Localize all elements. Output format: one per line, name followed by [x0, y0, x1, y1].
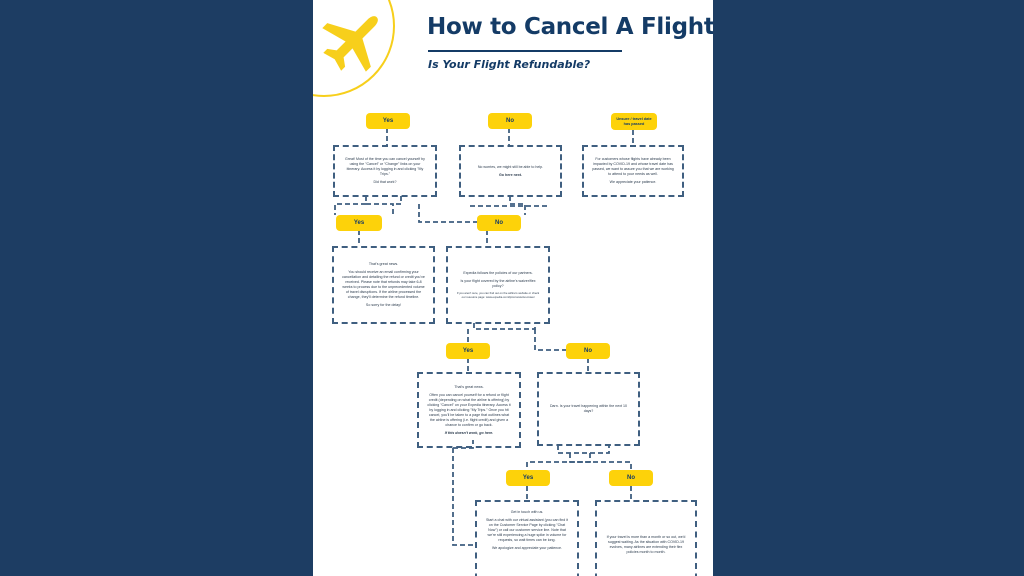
pill-label: Yes [462, 348, 474, 354]
row2-no-box: Expedia follows the policies of our part… [446, 246, 550, 324]
pill-label: No [495, 220, 503, 226]
box-text: We appreciate your patience. [609, 180, 657, 184]
go-here-link[interactable]: If this doesn't work, go here. [444, 430, 494, 435]
pill-label: Yes [353, 220, 365, 226]
row1-yes-box: Great! Most of the time you can cancel y… [333, 145, 437, 197]
row3-no-pill: No [566, 343, 610, 359]
box-text: That's great news. [454, 384, 484, 389]
resource-link[interactable]: If you aren't sure, you can find out on … [456, 290, 540, 299]
connector [557, 445, 610, 454]
box-text: Start a chat with our virtual assistant … [485, 518, 569, 542]
page-subtitle: Is Your Flight Refundable? [428, 58, 591, 71]
page-title: How to Cancel A Flight [427, 14, 713, 40]
infographic-page: How to Cancel A Flight Is Your Flight Re… [313, 0, 713, 576]
row1-no-box: No worries, we might still be able to he… [459, 145, 562, 197]
connector [526, 453, 591, 470]
box-question: Is your flight covered by the airline's … [460, 278, 536, 288]
airplane-icon [322, 16, 378, 72]
row4-yes-pill: Yes [506, 470, 550, 486]
row2-yes-box: That's great news. You should receive an… [332, 246, 435, 324]
row1-yes-pill: Yes [366, 113, 410, 129]
row2-no-pill: No [477, 215, 521, 231]
pill-label: No [506, 118, 514, 124]
box-text: For customers whose flights have already… [592, 157, 674, 176]
row1-no-pill: No [488, 113, 532, 129]
connector [452, 448, 473, 546]
row4-no-box: If your travel is more than a month or s… [595, 500, 697, 576]
box-text: That's great news. [368, 262, 399, 266]
box-text: So sorry for the delay! [365, 303, 402, 307]
pill-label: No [627, 475, 635, 481]
connector [534, 329, 566, 351]
row4-yes-box: Get in touch with us. Start a chat with … [475, 500, 579, 576]
pill-label: Unsure / travel date has passed [616, 116, 652, 126]
box-text: You should receive an email confirming y… [342, 270, 425, 299]
box-text: We apologize and appreciate your patienc… [491, 546, 563, 550]
connector [418, 204, 481, 223]
box-text: Great! Most of the time you can cancel y… [345, 157, 425, 176]
box-text: Get in touch with us. [510, 510, 544, 514]
row3-no-box: Darn. Is your travel happening within th… [537, 372, 640, 446]
box-text: Often you can cancel yourself for a refu… [427, 392, 511, 427]
connector [569, 453, 632, 470]
box-question: Did that work? [373, 180, 397, 184]
box-text: Expedia follows the policies of our part… [463, 270, 533, 275]
row3-yes-box: That's great news. Often you can cancel … [417, 372, 521, 448]
connector [365, 196, 394, 215]
title-underline [428, 50, 622, 52]
box-text: No worries, we might still be able to he… [477, 164, 544, 169]
row2-yes-pill: Yes [336, 215, 382, 231]
row1-unsure-box: For customers whose flights have already… [582, 145, 684, 197]
row1-unsure-pill: Unsure / travel date has passed [611, 113, 657, 130]
pill-label: Yes [522, 475, 534, 481]
pill-label: No [584, 348, 592, 354]
connector [393, 196, 402, 205]
connector [334, 203, 366, 215]
row4-no-pill: No [609, 470, 653, 486]
row3-yes-pill: Yes [446, 343, 490, 359]
box-text: If your travel is more than a month or s… [606, 535, 686, 554]
go-here-next-link[interactable]: Go here next. [499, 172, 522, 177]
pill-label: Yes [382, 118, 394, 124]
connector [509, 196, 526, 215]
box-question: Darn. Is your travel happening within th… [549, 404, 628, 413]
